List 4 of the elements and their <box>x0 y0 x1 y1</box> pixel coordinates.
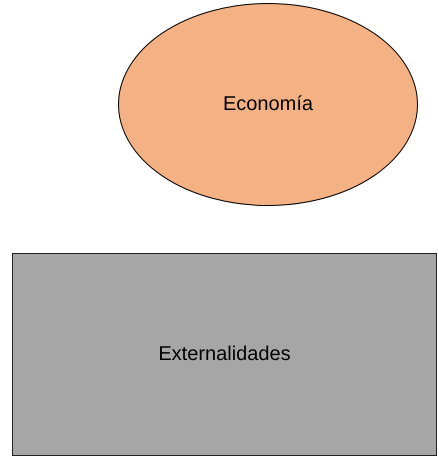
node-label: Economía <box>222 93 314 116</box>
node-label: Externalidades <box>158 343 291 366</box>
rectangle-node <box>12 253 437 456</box>
ellipse-node <box>118 3 418 206</box>
